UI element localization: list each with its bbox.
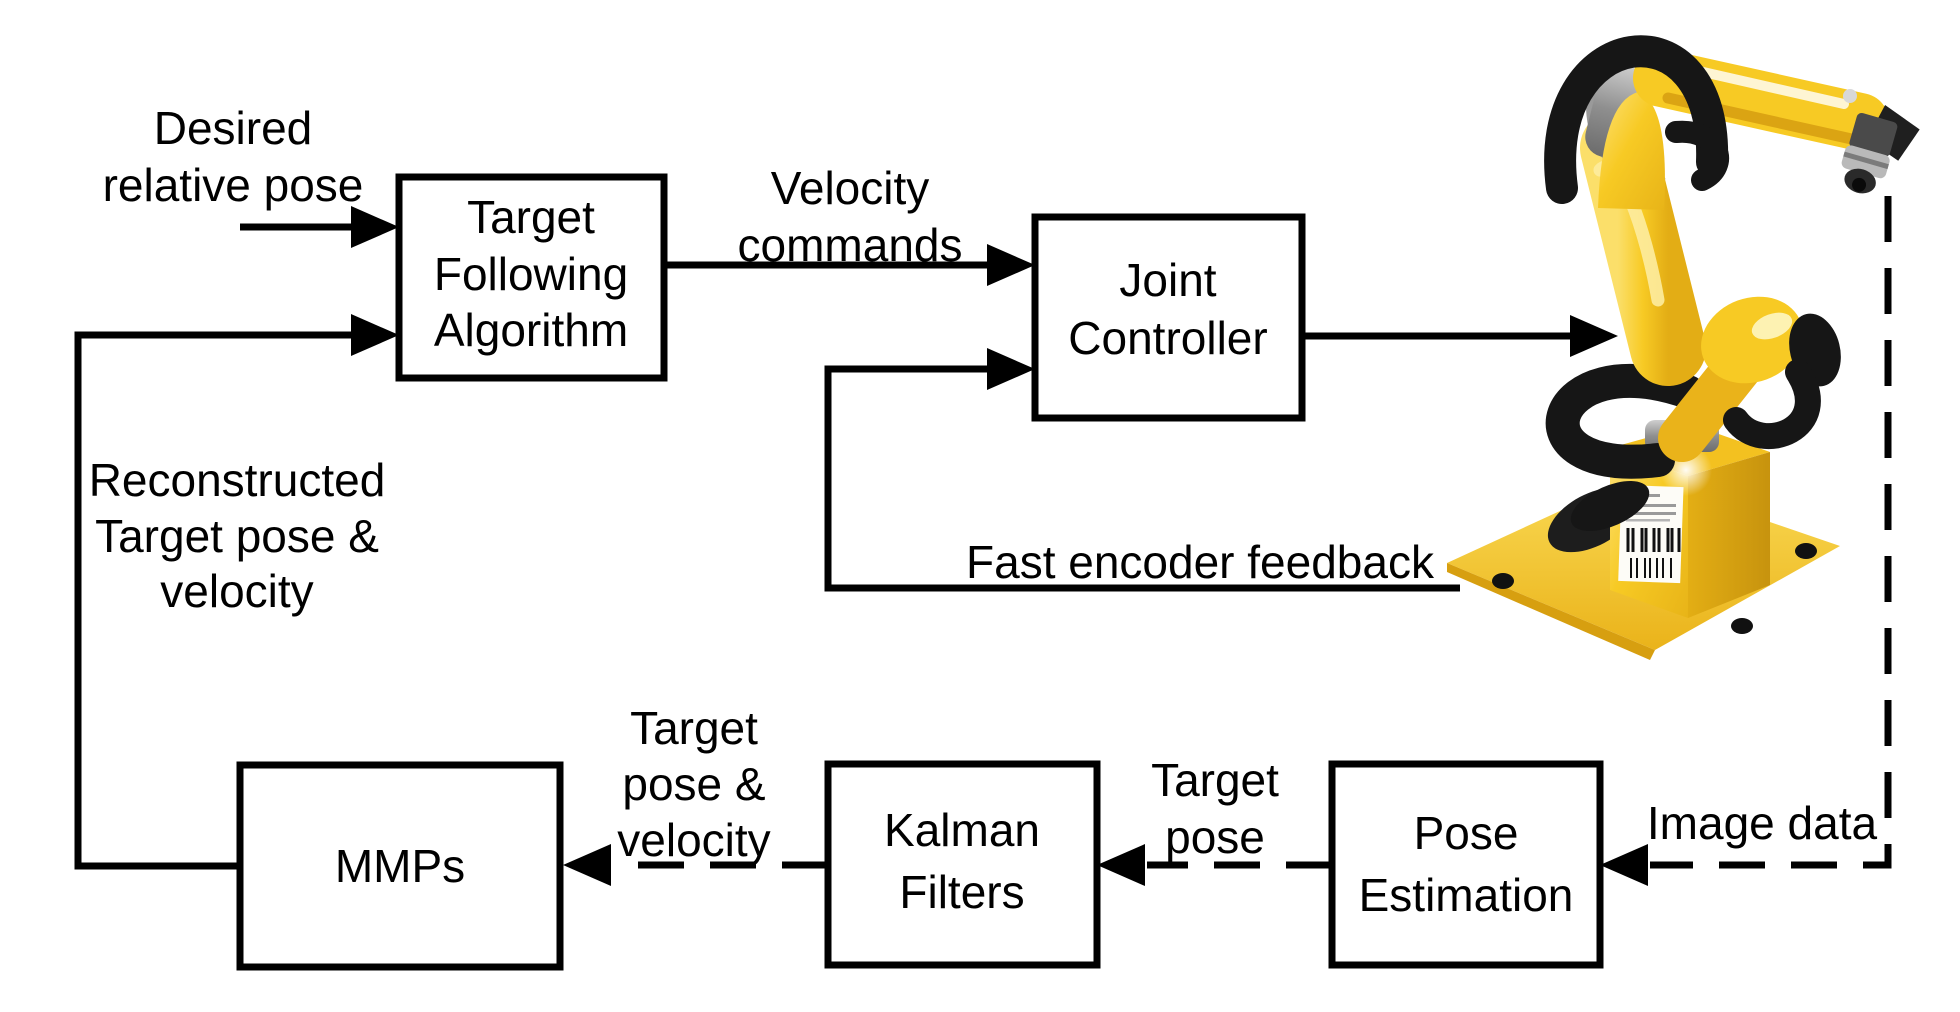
barcode-bars xyxy=(1630,558,1672,578)
robot-pedestal-side xyxy=(1688,452,1770,618)
box-kalman-filters xyxy=(824,760,1101,969)
robot-cable-blob xyxy=(1570,480,1650,532)
box-target-following-algorithm xyxy=(395,173,668,382)
arrowhead-target-pose-velocity xyxy=(563,844,611,886)
arrowhead-reconstructed-loop xyxy=(351,314,399,356)
edge-image-data xyxy=(1650,196,1892,869)
box-pose-estimation xyxy=(1328,760,1604,969)
arrowhead-desired-pose xyxy=(351,206,399,248)
base-screw-icon xyxy=(1492,573,1514,589)
arrowhead-encoder-feedback xyxy=(987,348,1035,390)
robot-arm-illustration xyxy=(1447,35,1920,660)
label-velocity-2: commands xyxy=(738,219,963,271)
box-label-pose-estimation-1: Pose xyxy=(1414,807,1519,859)
robot-camera-body xyxy=(1849,112,1898,157)
robot-cable-hook xyxy=(1723,359,1821,450)
robot-elbow-highlight xyxy=(1751,312,1793,340)
box-label-target-following-1: Target xyxy=(467,191,595,243)
arrowhead-velocity-commands xyxy=(987,244,1035,286)
arrowhead-image-data xyxy=(1600,844,1648,886)
label-reconstructed-1: Reconstructed xyxy=(89,454,386,506)
label-velocity-1: Velocity xyxy=(771,162,930,214)
arrowhead-target-pose xyxy=(1097,844,1145,886)
label-image-data: Image data xyxy=(1647,797,1878,849)
label-target-pose-velocity-1: Target xyxy=(630,702,758,754)
box-label-kalman-1: Kalman xyxy=(884,804,1040,856)
label-target-pose-velocity-2: pose & xyxy=(622,758,765,810)
label-target-pose-velocity-3: velocity xyxy=(617,814,770,866)
label-desired-1: Desired xyxy=(154,102,313,154)
box-joint-controller xyxy=(1031,213,1306,422)
box-label-target-following-3: Algorithm xyxy=(434,304,628,356)
robot-arm-dot xyxy=(1843,89,1857,103)
label-reconstructed-2: Target pose & xyxy=(95,510,379,562)
robot-camera-band-stripe xyxy=(1843,151,1889,170)
robot-cable-loop-top xyxy=(1544,35,1729,204)
box-label-pose-estimation-2: Estimation xyxy=(1359,869,1574,921)
box-label-mmps: MMPs xyxy=(335,840,465,892)
box-label-target-following-2: Following xyxy=(434,248,628,300)
base-screw-icon xyxy=(1795,543,1817,559)
label-target-pose-1: Target xyxy=(1151,754,1279,806)
box-label-joint-controller-1: Joint xyxy=(1119,254,1216,306)
box-label-joint-controller-2: Controller xyxy=(1068,312,1267,364)
label-reconstructed-3: velocity xyxy=(160,565,313,617)
box-mmps xyxy=(236,761,564,971)
label-encoder-feedback: Fast encoder feedback xyxy=(966,536,1435,588)
box-label-kalman-2: Filters xyxy=(899,866,1024,918)
edge-reconstructed-loop xyxy=(74,331,354,870)
base-screw-icon xyxy=(1731,618,1753,634)
robot-cable-loop-lower xyxy=(1545,364,1705,479)
barcode-bars xyxy=(1626,528,1681,552)
edge-encoder-feedback xyxy=(824,365,1460,592)
label-desired-2: relative pose xyxy=(103,159,364,211)
robot-shoulder xyxy=(1598,92,1665,210)
robot-camera-lens-pupil xyxy=(1852,177,1867,192)
label-target-pose-2: pose xyxy=(1165,811,1265,863)
arrowhead-controller-to-robot xyxy=(1570,315,1618,357)
robot-camera xyxy=(1841,104,1920,194)
robot-cable-elbow-top xyxy=(1665,120,1729,191)
